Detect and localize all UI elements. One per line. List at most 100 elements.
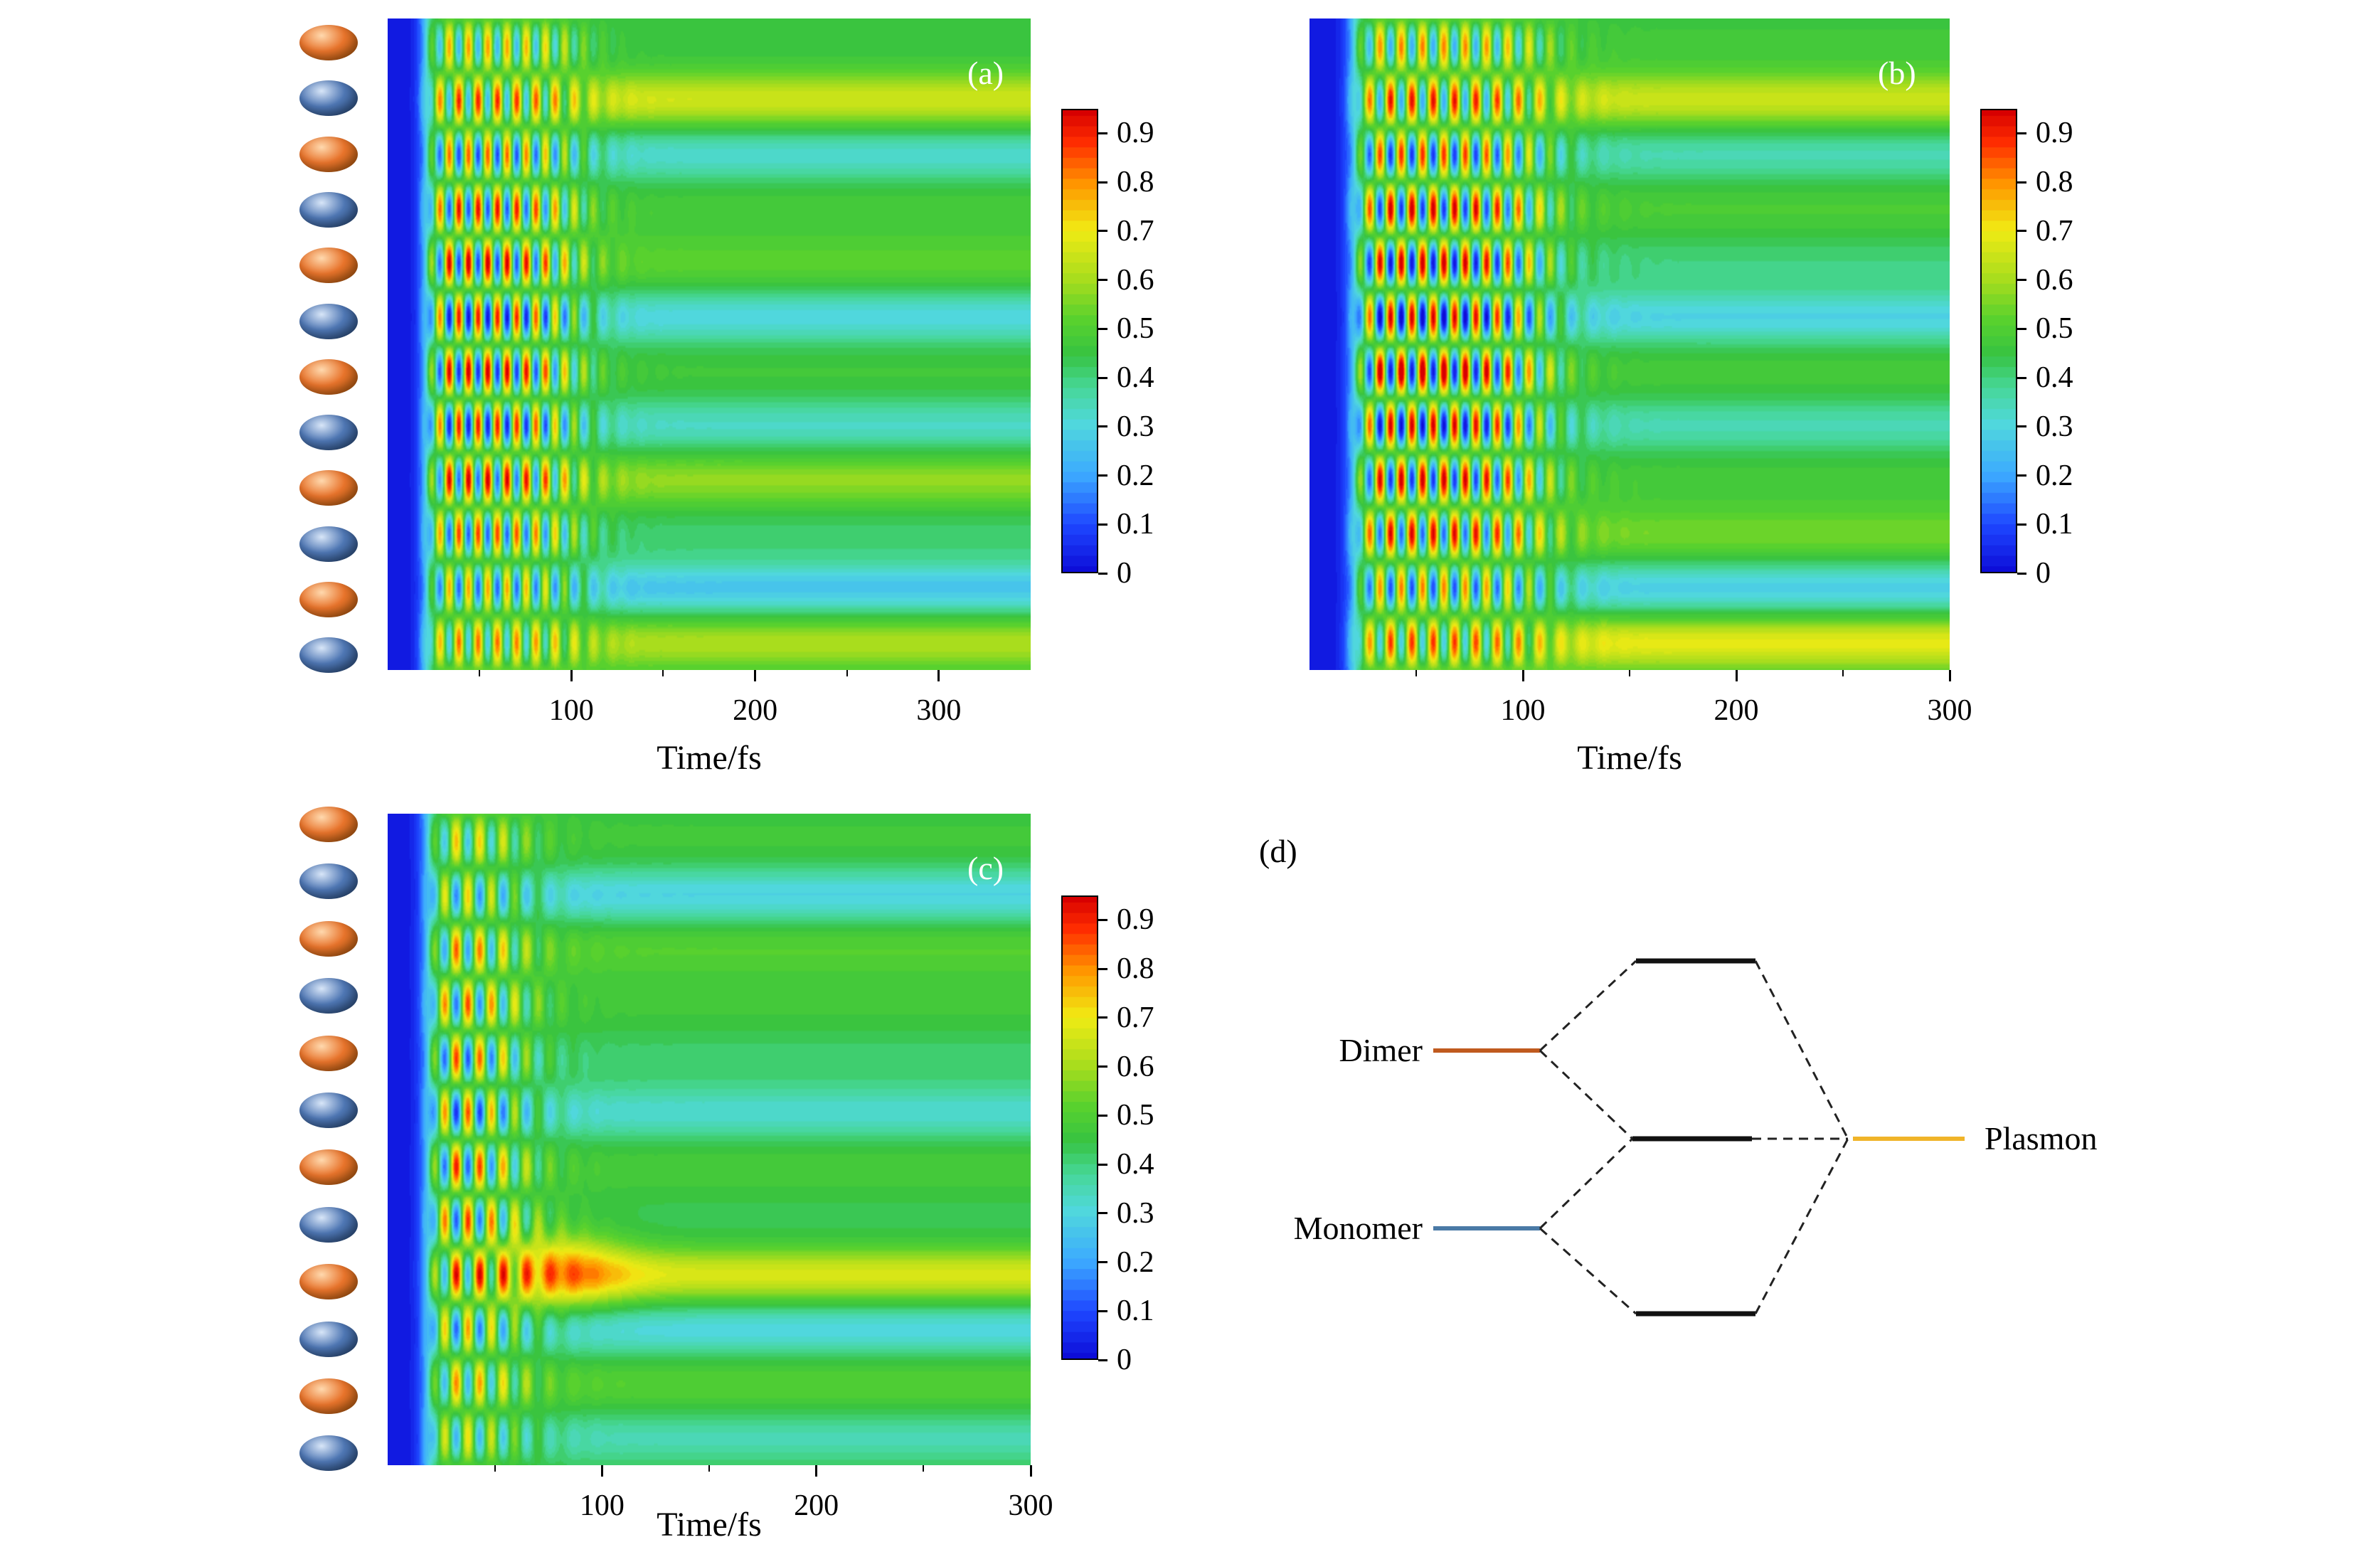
colorbar-tick [2017, 474, 2026, 477]
colorbar-tick-label: 0.8 [1117, 952, 1154, 986]
colorbar-tick [2017, 279, 2026, 282]
blue-ellipsoid [299, 191, 358, 228]
colorbar-tick-label: 0.7 [2036, 214, 2073, 248]
heatmap-panel-c [388, 814, 1031, 1465]
panel-label-d: (d) [1259, 833, 1297, 869]
colorbar-tick [1098, 967, 1107, 970]
colorbar-tick [1098, 1309, 1107, 1312]
x-tick [1521, 670, 1524, 681]
colorbar-tick [2017, 572, 2026, 575]
x-minor-tick [923, 1465, 925, 1472]
colorbar-tick [1098, 376, 1107, 379]
x-tick [600, 1465, 603, 1477]
x-minor-tick [708, 1465, 710, 1472]
x-tick [1735, 670, 1738, 681]
colorbar-tick-label: 0 [1117, 557, 1132, 590]
heatmap-panel-b [1309, 18, 1950, 670]
orange-ellipsoid [299, 1264, 358, 1300]
colorbar-b [1980, 109, 2017, 573]
blue-ellipsoid [299, 637, 358, 674]
colorbar-tick [2017, 230, 2026, 233]
orange-ellipsoid [299, 470, 358, 506]
x-axis-label-b: Time/fs [1577, 739, 1682, 777]
x-minor-tick [494, 1465, 496, 1472]
x-tick [937, 670, 940, 681]
colorbar-tick [2017, 181, 2026, 184]
mixing-dashed-line [1539, 959, 1637, 1052]
colorbar-tick [1098, 1261, 1107, 1264]
plasmon-label: Plasmon [1985, 1120, 2098, 1157]
colorbar-tick [1098, 327, 1107, 330]
x-tick-label: 300 [916, 694, 962, 727]
x-axis-label-c: Time/fs [657, 1506, 762, 1543]
x-tick-label: 300 [1008, 1489, 1053, 1522]
colorbar-tick-label: 0.4 [1117, 1148, 1154, 1181]
colorbar-tick [1098, 1359, 1107, 1361]
x-minor-tick [479, 670, 481, 676]
x-tick-label: 100 [548, 694, 594, 727]
x-tick [1948, 670, 1951, 681]
colorbar-tick [1098, 918, 1107, 921]
colorbar-tick [1098, 230, 1107, 233]
colorbar-tick-label: 0.2 [1117, 1245, 1154, 1279]
colorbar-tick-label: 0.3 [2036, 410, 2073, 443]
colorbar-tick [1098, 474, 1107, 477]
colorbar-tick [1098, 1163, 1107, 1166]
colorbar-tick-label: 0.9 [2036, 117, 2073, 150]
x-tick-label: 100 [1500, 694, 1546, 727]
x-tick-label: 100 [579, 1489, 625, 1522]
mixing-dashed-line [1539, 1049, 1634, 1140]
colorbar-tick-label: 0.6 [1117, 1050, 1154, 1083]
colorbar-a [1061, 109, 1098, 573]
x-minor-tick [1842, 670, 1844, 676]
panel-label-a: (a) [967, 55, 1004, 91]
colorbar-tick [1098, 181, 1107, 184]
x-tick [1029, 1465, 1032, 1477]
x-tick-label: 200 [733, 694, 778, 727]
orange-ellipsoid [299, 136, 358, 172]
x-minor-tick [846, 670, 848, 676]
colorbar-tick-label: 0.1 [2036, 508, 2073, 541]
colorbar-tick [2017, 132, 2026, 134]
colorbar-tick-label: 0.4 [2036, 361, 2073, 395]
colorbar-tick-label: 0.2 [2036, 459, 2073, 492]
x-tick [815, 1465, 818, 1477]
orange-ellipsoid [299, 582, 358, 617]
x-tick [570, 670, 573, 681]
colorbar-tick-label: 0.5 [1117, 1099, 1154, 1132]
x-tick-label: 200 [1714, 694, 1759, 727]
colorbar-tick-label: 0.6 [2036, 263, 2073, 297]
blue-ellipsoid [299, 978, 358, 1014]
colorbar-tick-label: 0 [1117, 1344, 1132, 1376]
level-diagram [1433, 958, 1965, 1317]
monomer-label: Monomer [1293, 1210, 1423, 1246]
colorbar-tick-label: 0.9 [1117, 903, 1154, 937]
blue-ellipsoid [299, 526, 358, 562]
mixing-dashed-line [1754, 1138, 1849, 1314]
colorbar-tick [2017, 327, 2026, 330]
colorbar-tick [1098, 132, 1107, 134]
orange-ellipsoid [299, 358, 358, 395]
blue-ellipsoid [299, 1321, 358, 1357]
blue-ellipsoid [299, 1206, 358, 1243]
x-minor-tick [1629, 670, 1630, 676]
colorbar-tick [1098, 1212, 1107, 1215]
panel-label-b: (b) [1878, 55, 1916, 91]
blue-ellipsoid [299, 303, 358, 339]
colorbar-c [1061, 895, 1098, 1360]
panel-label-c: (c) [967, 850, 1004, 886]
colorbar-tick-label: 0.5 [1117, 312, 1154, 346]
colorbar-tick [1098, 279, 1107, 282]
blue-ellipsoid [299, 863, 358, 900]
colorbar-tick-label: 0.2 [1117, 459, 1154, 492]
mixing-dashed-line [1539, 1137, 1634, 1230]
colorbar-tick-label: 0.8 [2036, 166, 2073, 199]
colorbar-tick [2017, 523, 2026, 526]
colorbar-tick [1098, 1016, 1107, 1019]
colorbar-tick [2017, 376, 2026, 379]
colorbar-tick [1098, 1065, 1107, 1068]
orange-ellipsoid [299, 1378, 358, 1414]
mixing-dashed-line [1754, 960, 1849, 1139]
colorbar-tick-label: 0.7 [1117, 214, 1154, 248]
